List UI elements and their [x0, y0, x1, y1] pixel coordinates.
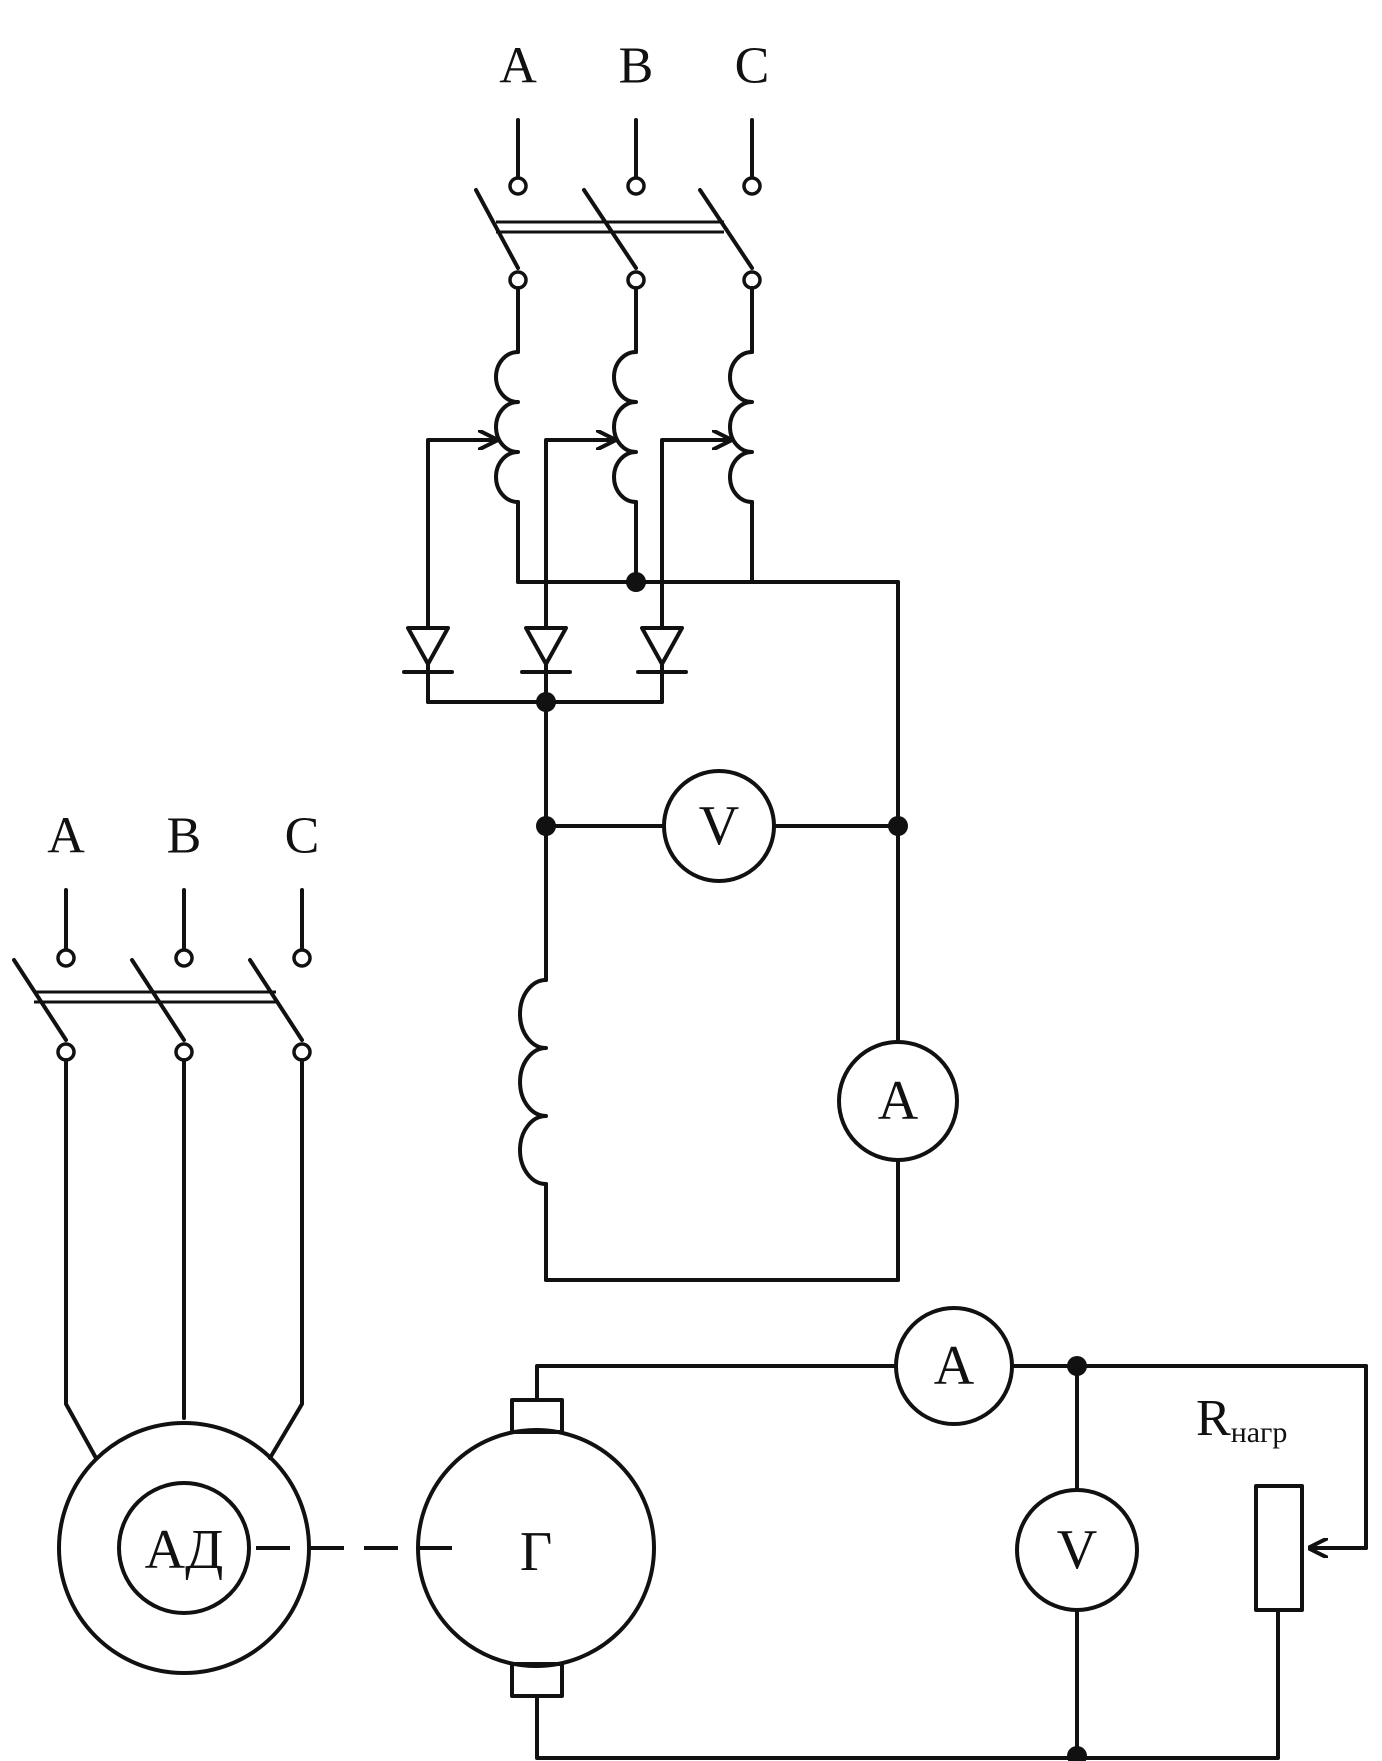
left-three-pole-switch — [12, 888, 312, 1062]
autotransformer-taps — [426, 440, 732, 630]
motor-label: АД — [145, 1519, 224, 1581]
generator-label: Г — [520, 1521, 552, 1583]
dc-generator: Г — [416, 1398, 656, 1698]
induction-motor: АД — [57, 1421, 311, 1675]
top-phase-label-c: C — [735, 38, 770, 95]
load-voltmeter: V — [1015, 1488, 1139, 1612]
load-voltmeter-label: V — [1057, 1519, 1097, 1581]
left-phase-label-b: B — [167, 808, 202, 865]
rectifier-diodes — [402, 626, 688, 712]
load-resistor-symbol: Rнагр — [1196, 1390, 1287, 1449]
load-ammeter: A — [894, 1306, 1014, 1426]
left-phase-label-c: C — [285, 808, 320, 865]
top-phase-label-a: A — [499, 38, 537, 95]
load-resistor-letter: R — [1196, 1390, 1231, 1447]
top-phase-label-b: B — [619, 38, 654, 95]
load-rheostat: Rнагр — [1196, 1390, 1304, 1612]
top-phase-labels: A B C — [499, 38, 769, 95]
excitation-voltmeter-label: V — [699, 795, 739, 857]
load-ammeter-label: A — [934, 1335, 975, 1397]
excitation-voltmeter: V — [662, 769, 776, 883]
top-three-pole-switch — [474, 118, 762, 290]
motor-supply-leads — [64, 1058, 304, 1460]
excitation-ammeter-label: A — [878, 1070, 919, 1132]
autotransformer-windings — [494, 286, 900, 592]
excitation-ammeter: A — [837, 1040, 959, 1162]
left-phase-labels: A B C — [47, 808, 319, 865]
left-phase-label-a: A — [47, 808, 85, 865]
load-resistor-subscript: нагр — [1231, 1416, 1288, 1449]
load-circuit-wiring — [535, 1356, 1368, 1761]
excitation-circuit-wiring — [518, 580, 908, 1282]
